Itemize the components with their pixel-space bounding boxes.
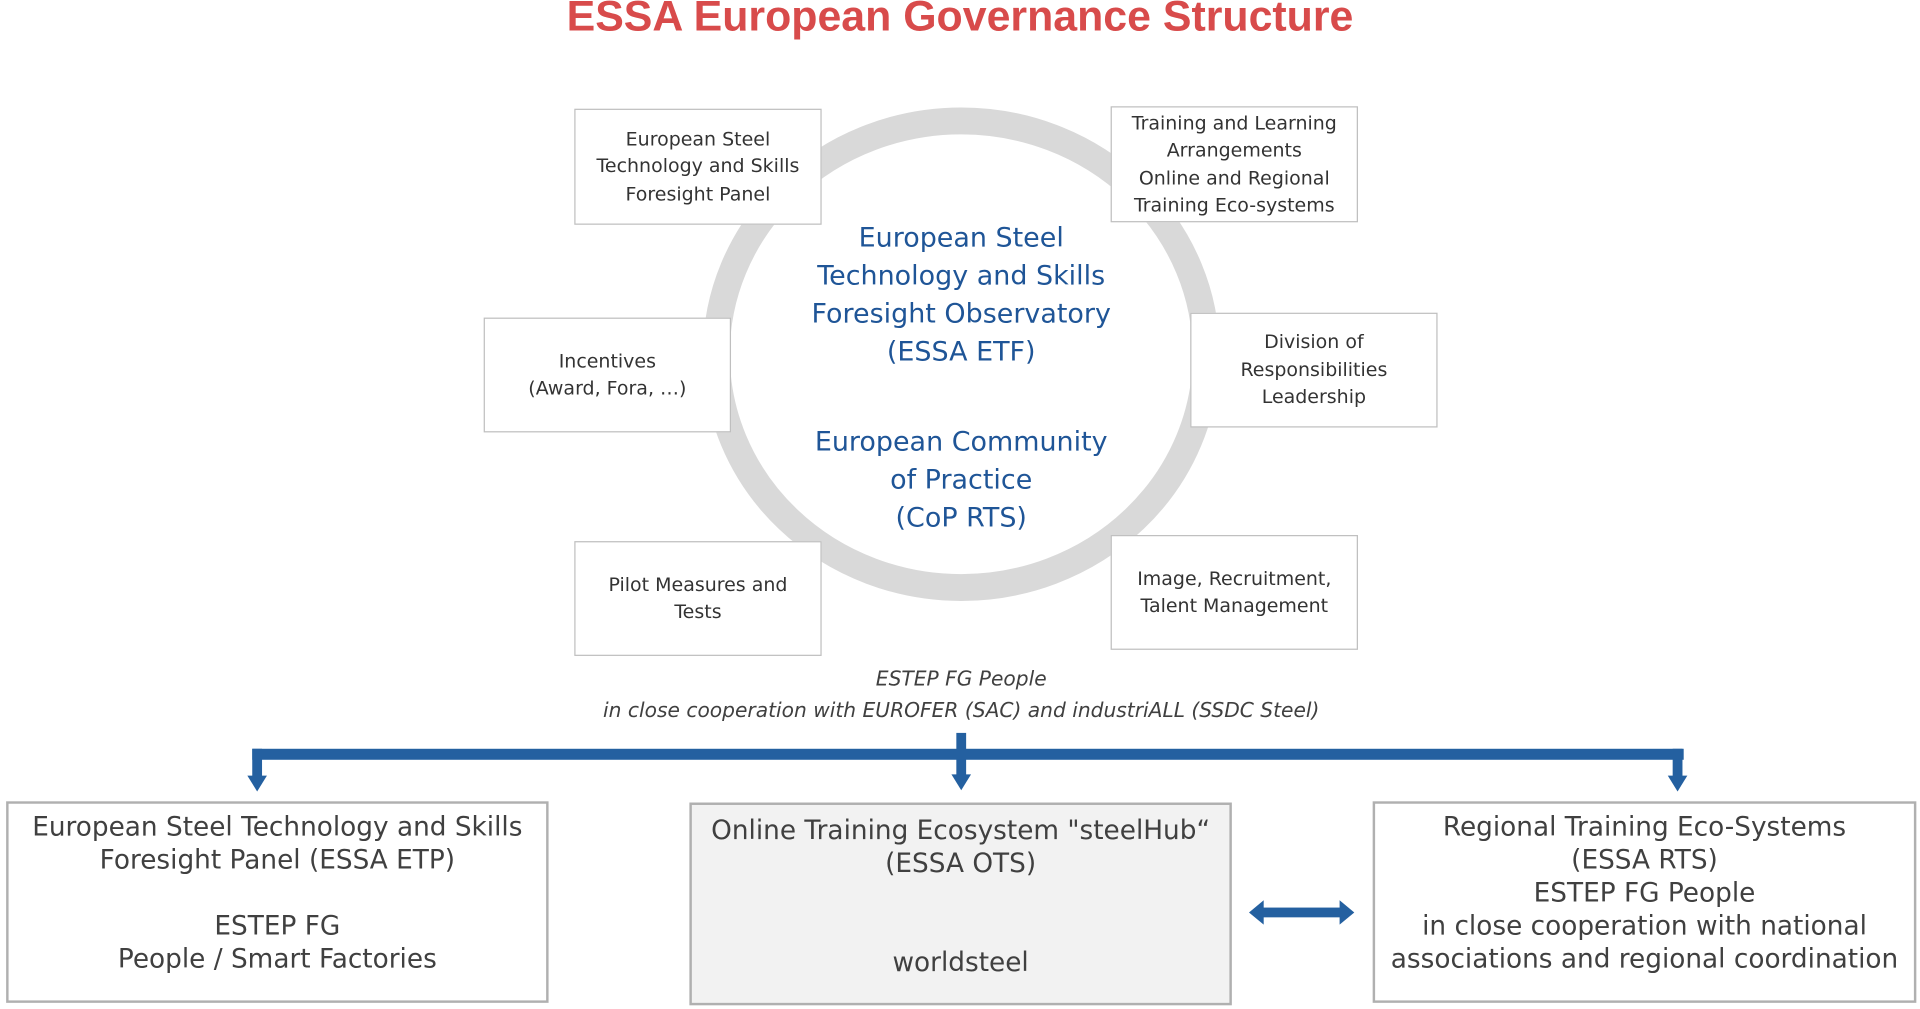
box-line: Regional Training Eco-Systems [1442, 812, 1847, 843]
ring-box-foresight-panel: European Steel Technology and Skills For… [574, 108, 822, 225]
box-line: worldsteel [892, 947, 1029, 979]
box-line: Technology and Skills [596, 155, 800, 178]
diagram-title: ESSA European Governance Structure [566, 0, 1354, 41]
box-line: European Steel [625, 127, 771, 150]
box-line: European Steel Technology and Skills [32, 812, 523, 843]
center-line: European Steel [858, 223, 1064, 255]
box-line: ESTEP FG People [1533, 878, 1756, 909]
double-arrow-right-icon [1339, 900, 1355, 925]
box-line: Tests [674, 600, 722, 623]
box-line: Pilot Measures and [608, 573, 788, 596]
center-line: of Practice [890, 465, 1033, 496]
bottom-box-rts: Regional Training Eco-Systems (ESSA RTS)… [1372, 801, 1917, 1003]
bottom-box-etp: European Steel Technology and Skills For… [6, 801, 549, 1003]
center-line: European Community [814, 427, 1108, 459]
box-line: Training and Learning [1131, 111, 1337, 134]
observatory-label: European Steel Technology and Skills For… [716, 220, 1206, 371]
double-arrow-left-icon [1248, 900, 1264, 925]
box-line: Online Training Ecosystem "steelHub“ [711, 815, 1211, 847]
box-line: Division of [1264, 331, 1364, 354]
horizontal-connector [252, 748, 1684, 760]
box-line: People / Smart Factories [117, 944, 437, 975]
ring-box-pilot: Pilot Measures and Tests [574, 541, 822, 656]
box-line: (ESSA RTS) [1571, 845, 1718, 876]
cooperation-line: in close cooperation with EUROFER (SAC) … [603, 698, 1320, 722]
arrow-down-icon [1667, 775, 1688, 792]
left-branch [252, 748, 263, 779]
center-line: Foresight Observatory [811, 299, 1111, 330]
box-line: Foresight Panel (ESSA ETP) [99, 845, 456, 876]
box-line: Image, Recruitment, [1137, 567, 1332, 590]
box-line: Foresight Panel [625, 182, 771, 205]
center-line: Technology and Skills [817, 261, 1106, 292]
box-line: associations and regional coordination [1390, 944, 1899, 975]
arrow-down-icon [951, 774, 972, 791]
community-label: European Community of Practice (CoP RTS) [716, 424, 1206, 538]
box-line: Responsibilities [1240, 358, 1388, 381]
box-line: in close cooperation with national [1422, 911, 1867, 942]
ring-box-image: Image, Recruitment, Talent Management [1110, 535, 1358, 650]
box-line: (Award, Fora, …) [528, 377, 687, 400]
box-line: (ESSA OTS) [885, 848, 1037, 880]
center-branch [956, 732, 967, 777]
double-arrow-shaft [1261, 907, 1343, 918]
ring-box-incentives: Incentives (Award, Fora, …) [483, 317, 732, 433]
ring-box-division: Division of Responsibilities Leadership [1190, 312, 1438, 428]
ring-box-training: Training and Learning Arrangements Onlin… [1110, 106, 1358, 223]
box-line: Online and Regional [1138, 166, 1330, 189]
center-line: (ESSA ETF) [886, 337, 1036, 368]
box-line: Arrangements [1166, 139, 1302, 162]
box-line: Training Eco-systems [1133, 194, 1335, 217]
right-branch [1672, 748, 1683, 779]
box-line: Leadership [1261, 386, 1367, 409]
cooperation-note: ESTEP FG People in close cooperation wit… [471, 663, 1451, 727]
bottom-box-ots: Online Training Ecosystem "steelHub“ (ES… [689, 802, 1232, 1006]
box-line: ESTEP FG [214, 911, 341, 942]
arrow-down-icon [247, 775, 267, 792]
center-line: (CoP RTS) [895, 503, 1027, 534]
cooperation-line: ESTEP FG People [875, 666, 1047, 691]
box-line: Talent Management [1140, 594, 1329, 617]
box-line: Incentives [558, 349, 656, 372]
